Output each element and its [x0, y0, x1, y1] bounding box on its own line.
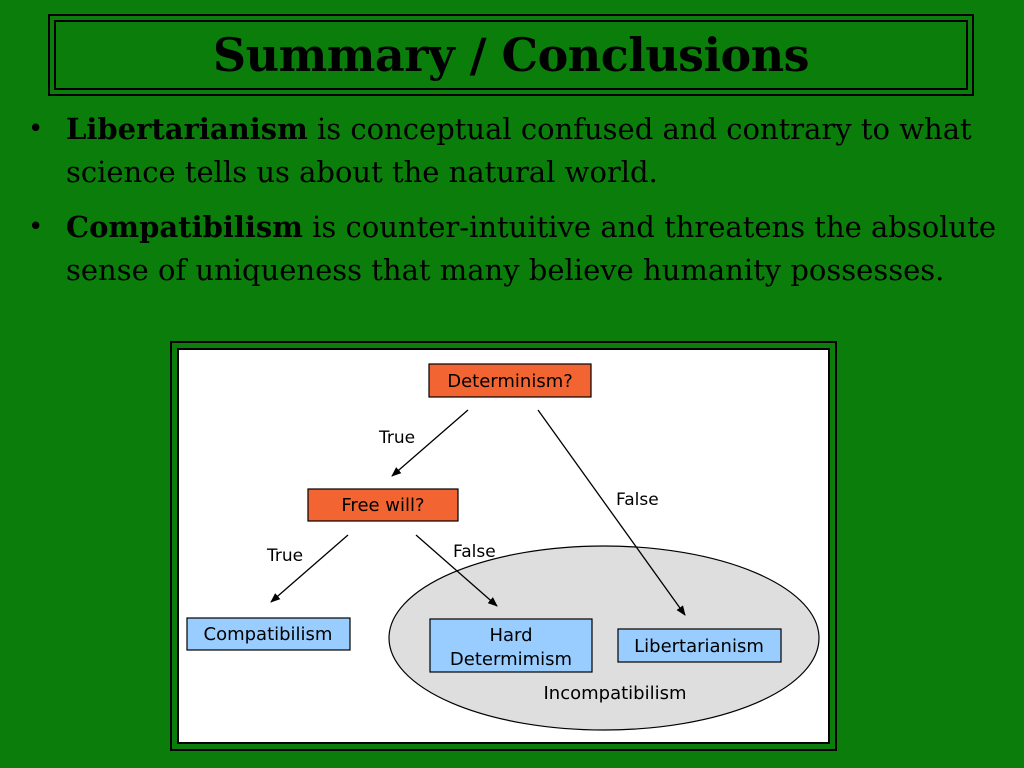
edge-determinism-false [537, 409, 686, 616]
node-free-will-label: Free will? [341, 495, 424, 516]
edge-free-will-false [415, 534, 498, 607]
bullet-term: Compatibilism [66, 210, 303, 244]
diagram-canvas: Incompatibilism Determinism? Free will? … [177, 348, 830, 744]
node-hard-determinism-label-line1: Hard [489, 625, 532, 646]
slide-title: Summary / Conclusions [212, 28, 810, 82]
edge-determinism-true [391, 409, 469, 477]
node-hard-determinism-label-line2: Determimism [450, 649, 572, 670]
node-libertarianism-label: Libertarianism [634, 636, 764, 657]
incompatibilism-label: Incompatibilism [543, 683, 686, 704]
title-inner-frame: Summary / Conclusions [54, 20, 968, 90]
bullet-dot-icon: • [28, 212, 44, 242]
node-free-will: Free will? [307, 488, 459, 522]
bullet-compatibilism: • Compatibilism is counter-intuitive and… [24, 206, 1004, 292]
bullet-dot-icon: • [28, 114, 44, 144]
edge-label-determinism-true: True [378, 428, 415, 448]
bullet-libertarianism: • Libertarianism is conceptual confused … [24, 108, 1004, 194]
node-determinism-label: Determinism? [447, 371, 573, 392]
edge-label-determinism-false: False [616, 490, 659, 510]
incompatibilism-region [388, 545, 820, 731]
node-determinism: Determinism? [428, 363, 592, 398]
diagram-frame: Incompatibilism Determinism? Free will? … [170, 341, 837, 751]
bullet-text: is conceptual confused and contrary to w… [66, 112, 972, 189]
edge-free-will-true [270, 534, 349, 603]
edge-label-free-will-false: False [453, 542, 496, 562]
edge-label-free-will-true: True [266, 546, 303, 566]
bullet-term: Libertarianism [66, 112, 308, 146]
title-frame: Summary / Conclusions [48, 14, 974, 96]
node-hard-determinism: Hard Determimism [429, 618, 593, 673]
flowchart: Incompatibilism Determinism? Free will? … [186, 363, 820, 731]
bullet-text: is counter-intuitive and threatens the a… [66, 210, 996, 287]
bullet-list: • Libertarianism is conceptual confused … [24, 108, 1004, 304]
node-libertarianism: Libertarianism [617, 628, 782, 663]
node-compatibilism: Compatibilism [186, 617, 351, 651]
node-compatibilism-label: Compatibilism [204, 624, 333, 645]
